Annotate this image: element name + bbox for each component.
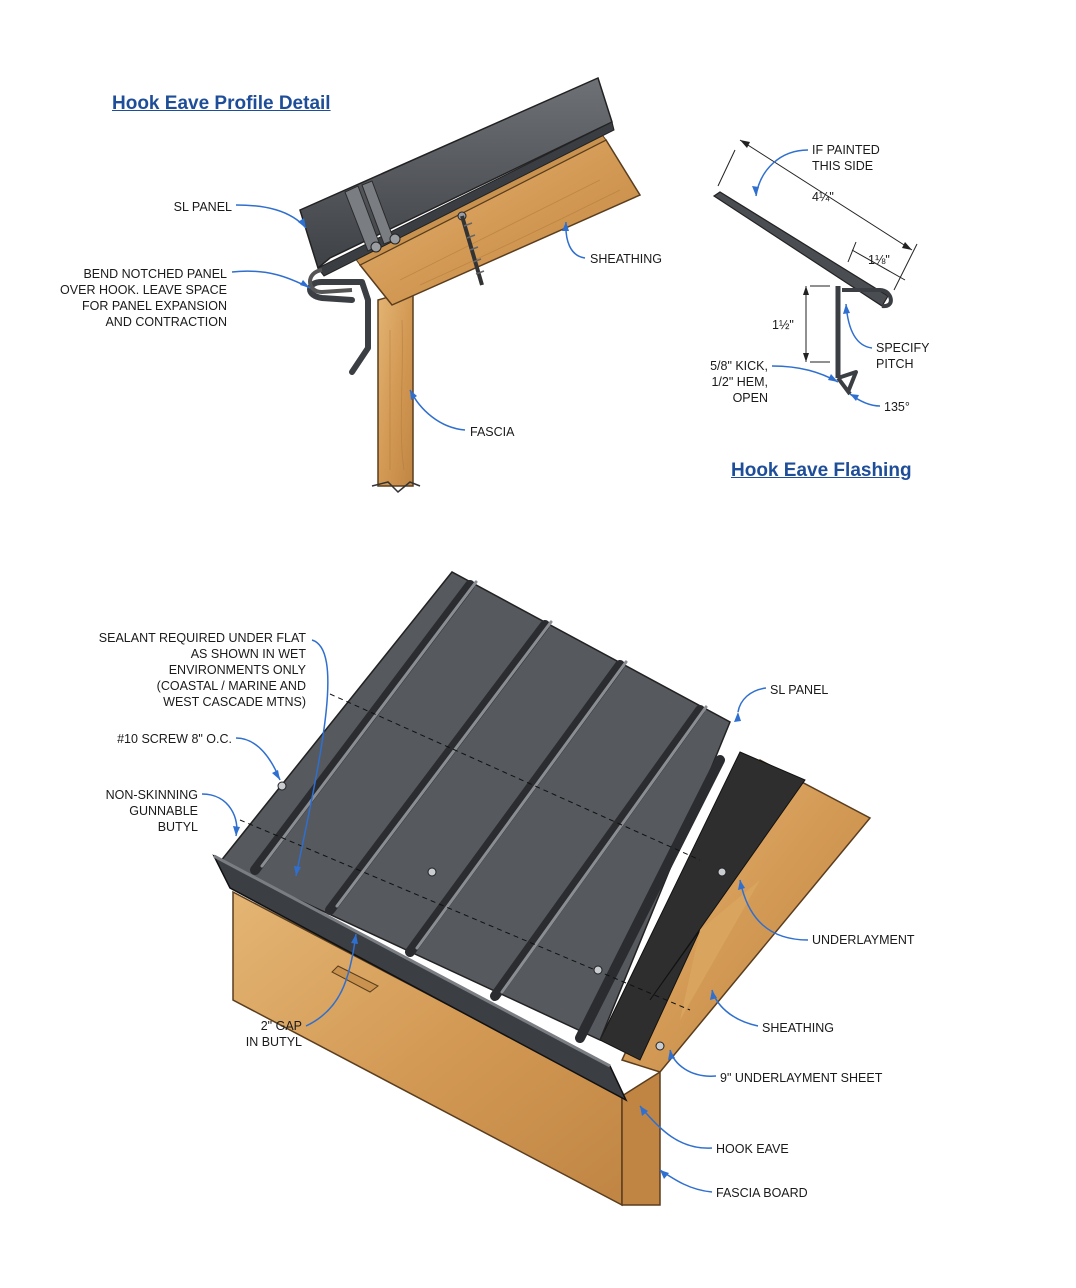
label-underlayment-sheet: 9" UNDERLAYMENT SHEET xyxy=(720,1071,883,1085)
flashing-title: Hook Eave Flashing xyxy=(731,460,912,481)
label-fascia-board: FASCIA BOARD xyxy=(716,1186,808,1200)
dim-length: 4¼" xyxy=(812,190,834,204)
label-hook-eave: HOOK EAVE xyxy=(716,1142,789,1156)
label-if-painted: IF PAINTED THIS SIDE xyxy=(812,143,880,173)
profile-detail-title: Hook Eave Profile Detail xyxy=(112,93,331,114)
dim-return: 1⅛" xyxy=(868,253,890,267)
label-sl-panel-bottom: SL PANEL xyxy=(770,683,829,697)
label-angle: 135° xyxy=(884,400,910,414)
label-gap: 2" GAP IN BUTYL xyxy=(245,1019,302,1049)
label-butyl: NON-SKINNING GUNNABLE BUTYL xyxy=(105,788,198,834)
label-fascia-top: FASCIA xyxy=(470,425,515,439)
label-sealant: SEALANT REQUIRED UNDER FLAT AS SHOWN IN … xyxy=(98,631,306,709)
label-kick-hem: 5/8" KICK, 1/2" HEM, OPEN xyxy=(710,359,768,405)
label-bend-notched: BEND NOTCHED PANEL OVER HOOK. LEAVE SPAC… xyxy=(60,267,227,329)
dim-height: 1½" xyxy=(772,318,794,332)
label-sheathing-top: SHEATHING xyxy=(590,252,662,266)
label-specify-pitch: SPECIFY PITCH xyxy=(876,341,930,371)
label-sl-panel-top: SL PANEL xyxy=(173,200,232,214)
label-screw: #10 SCREW 8" O.C. xyxy=(117,732,232,746)
label-sheathing-bottom: SHEATHING xyxy=(762,1021,834,1035)
label-underlayment: UNDERLAYMENT xyxy=(812,933,915,947)
